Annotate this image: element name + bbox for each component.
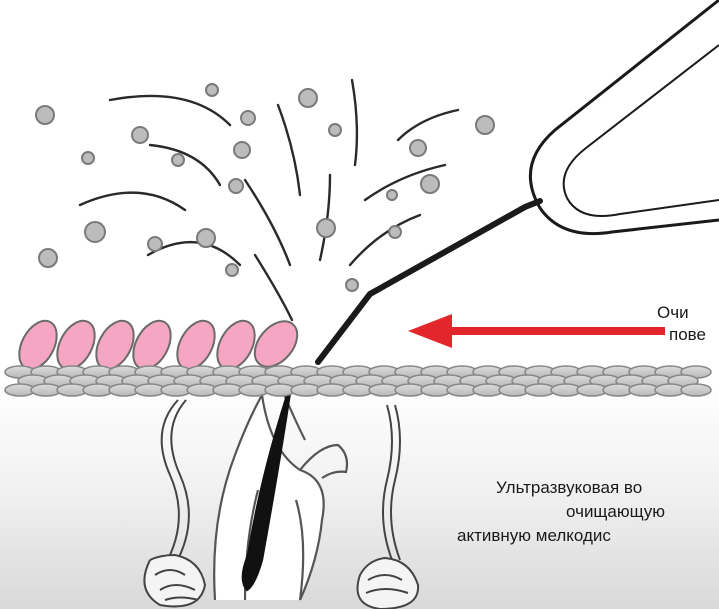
wave-label-line1: Ультразвуковая во <box>496 478 642 497</box>
surface-label-line2: пове <box>669 325 706 344</box>
wave-label-line3: активную мелкодис <box>457 526 611 545</box>
wave-label-line2: очищающую <box>566 502 665 521</box>
epidermis-cell-layer <box>5 366 711 396</box>
surface-label-line1: Очи <box>657 303 689 322</box>
spray-arcs <box>80 80 458 320</box>
skin-cell <box>681 384 711 396</box>
left-arrow-icon <box>408 314 665 348</box>
